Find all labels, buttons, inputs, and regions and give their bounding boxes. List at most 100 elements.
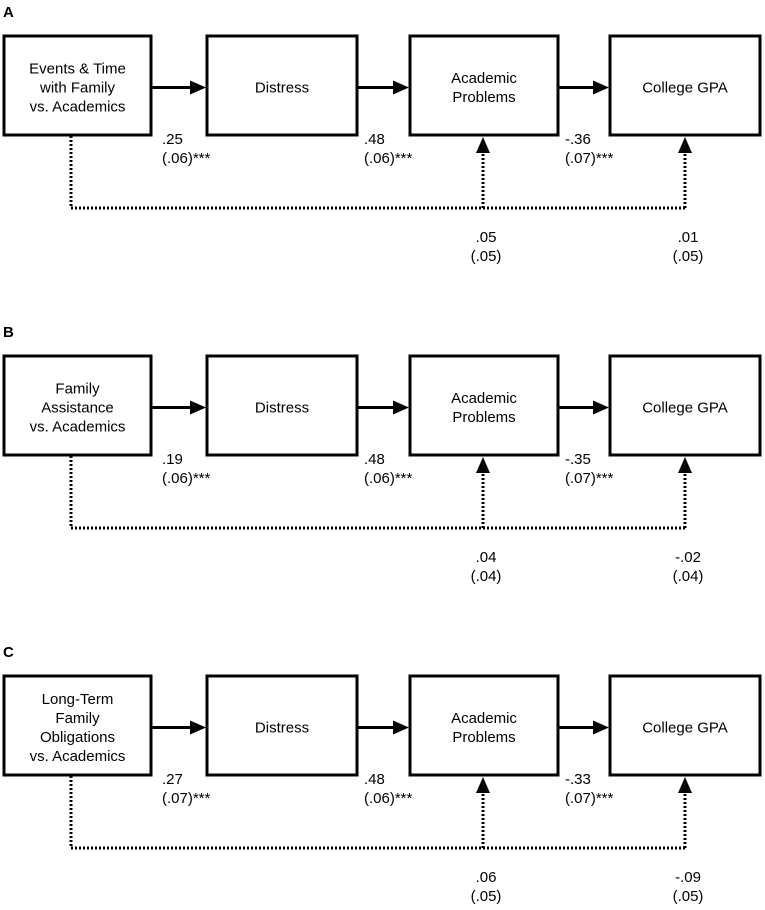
box-border [2,34,153,137]
box-label-line: College GPA [642,400,728,417]
path-arrow-head [393,720,409,735]
panel-letter: A [3,4,14,21]
box-border [408,674,560,777]
distress-box: Distress [205,34,359,137]
box-label-line: Distress [255,400,309,417]
box-label-line: Academic [451,710,517,727]
path-arrow-head [393,80,409,95]
path-standard-error: (.06)*** [364,790,413,807]
direct-effect-standard-error: (.05) [471,888,502,905]
box-label-line: Problems [452,409,515,426]
path-coefficient: .25 [162,131,183,148]
direct-effect-connector [69,776,685,850]
box-label-line: with Family [39,80,116,97]
box-label-line: Obligations [40,729,115,746]
box-border [205,354,359,457]
path-standard-error: (.06)*** [162,470,211,487]
path-coefficient: .48 [364,451,385,468]
box-label-line: Assistance [41,400,114,417]
distress-box: Distress [205,354,359,457]
distress-box: Distress [205,674,359,777]
college-gpa-box: College GPA [608,34,762,137]
direct-effect-arrow-head [678,777,692,793]
box-border [608,674,762,777]
path-standard-error: (.06)*** [162,150,211,167]
box-label-line: Distress [255,720,309,737]
path-arrow-head [190,400,206,415]
direct-effect-arrow-head [678,137,692,153]
college-gpa-box: College GPA [608,354,762,457]
path-standard-error: (.06)*** [364,150,413,167]
direct-effect-standard-error: (.04) [673,568,704,585]
direct-effect-coefficient: .05 [476,229,497,246]
path-arrow-head [190,720,206,735]
box-label-line: Family [55,381,100,398]
box-label-line: vs. Academics [30,99,126,116]
path-standard-error: (.07)*** [565,790,614,807]
direct-effect-coefficient: .06 [476,869,497,886]
direct-effect-coefficient: -.02 [675,549,701,566]
box-label-line: vs. Academics [30,748,126,765]
path-coefficient: -.33 [565,771,591,788]
path-coefficient: -.36 [565,131,591,148]
path-arrow-head [393,400,409,415]
box-border [608,34,762,137]
direct-effect-standard-error: (.05) [673,248,704,265]
path-coefficient: .48 [364,771,385,788]
path-arrow-head [190,80,206,95]
path-standard-error: (.07)*** [565,150,614,167]
direct-effect-coefficient: .01 [678,229,699,246]
box-border [408,354,560,457]
box-border [205,674,359,777]
box-label-line: Problems [452,89,515,106]
box-label-line: Events & Time [29,61,126,78]
direct-effect-coefficient: .04 [476,549,497,566]
box-label-line: College GPA [642,720,728,737]
path-arrow-head [593,400,609,415]
box-label-line: Academic [451,390,517,407]
direct-effect-arrow-head [476,137,490,153]
panel-a: A Events & Time with Family vs. Academics Di… [2,4,762,265]
direct-effect-connector [69,456,685,530]
path-standard-error: (.06)*** [364,470,413,487]
direct-effect-arrow-head [476,457,490,473]
path-standard-error: (.07)*** [565,470,614,487]
direct-effect-standard-error: (.05) [673,888,704,905]
direct-effect-standard-error: (.05) [471,248,502,265]
panel-letter: C [3,644,14,661]
box-label-line: Academic [451,70,517,87]
path-standard-error: (.07)*** [162,790,211,807]
box-label-line: Family [55,710,100,727]
path-coefficient: .27 [162,771,183,788]
direct-effect-connector [69,136,685,210]
path-arrow-head [593,80,609,95]
box-label-line: vs. Academics [30,419,126,436]
panel-letter: B [3,324,14,341]
direct-effect-arrow-head [678,457,692,473]
direct-effect-standard-error: (.04) [471,568,502,585]
direct-effect-arrow-head [476,777,490,793]
box-border [408,34,560,137]
box-label-line: Distress [255,80,309,97]
direct-effect-coefficient: -.09 [675,869,701,886]
box-border [608,354,762,457]
college-gpa-box: College GPA [608,674,762,777]
box-border [2,354,153,457]
path-coefficient: .48 [364,131,385,148]
predictor-box: Events & Time with Family vs. Academics [2,34,153,137]
path-arrow-head [593,720,609,735]
box-label-line: College GPA [642,80,728,97]
path-coefficient: .19 [162,451,183,468]
box-label-line: Long-Term [42,691,114,708]
box-border [205,34,359,137]
box-border [2,674,153,777]
path-coefficient: -.35 [565,451,591,468]
